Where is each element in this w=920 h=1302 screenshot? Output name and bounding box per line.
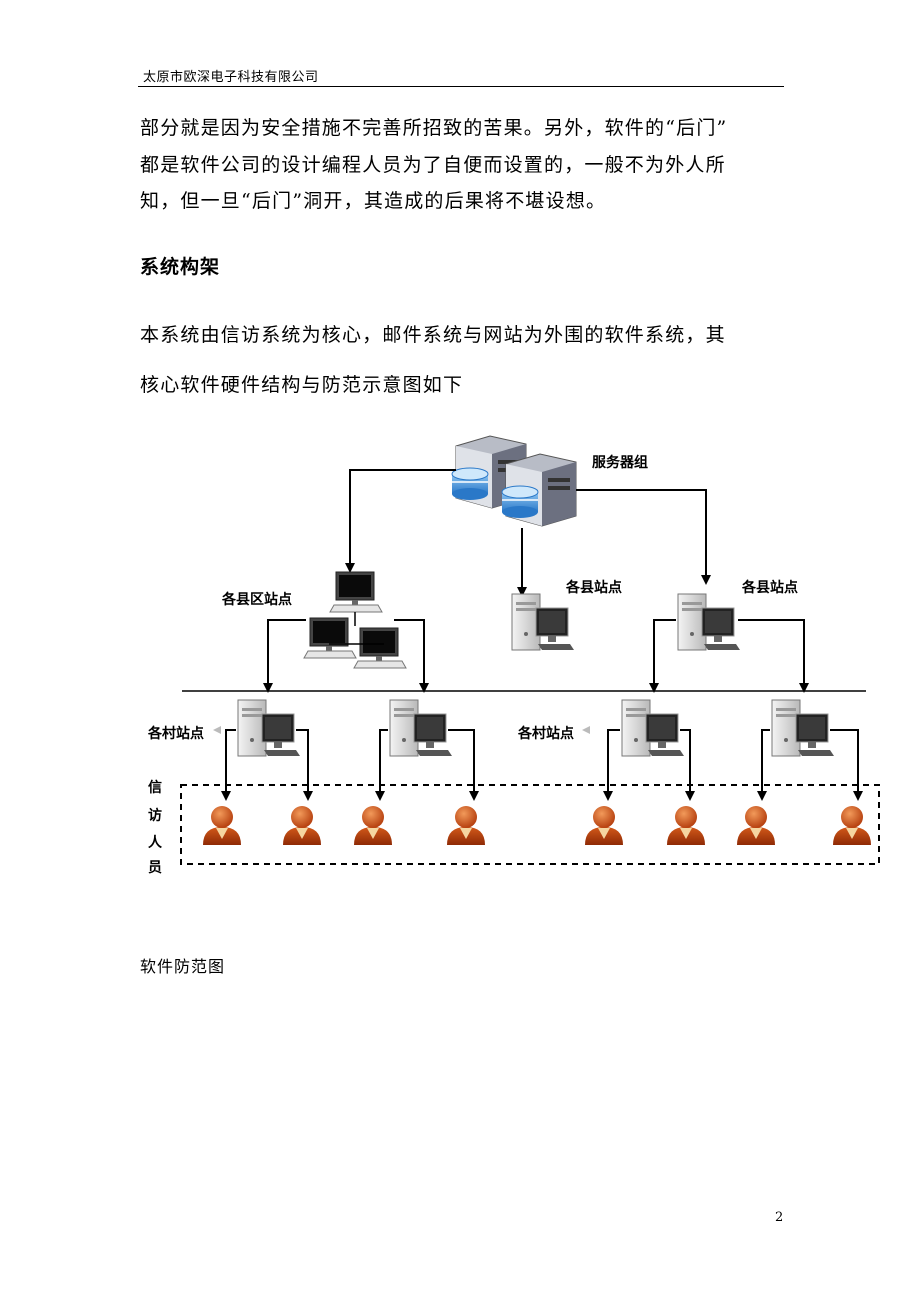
paragraph-line: 本系统由信访系统为核心，邮件系统与网站为外围的软件系统，其 (140, 324, 726, 346)
user-icon (203, 806, 871, 845)
paragraph-line: 都是软件公司的设计编程人员为了自便而设置的，一般不为外人所 (140, 154, 726, 176)
petitioner-label-char: 访 (148, 807, 162, 824)
page-number: 2 (775, 1210, 784, 1225)
desktop-computer-icon (621, 699, 685, 757)
village-station-label: 各村站点 (517, 725, 574, 742)
paragraph-line: 部分就是因为安全措施不完善所招致的苦果。另外，软件的“后门” (140, 117, 728, 139)
village-station-label: 各村站点 (147, 725, 204, 742)
desktop-computer-icon (237, 699, 301, 757)
paragraph-line: 核心软件硬件结构与防范示意图如下 (140, 374, 464, 396)
header-company-name: 太原市欧深电子科技有限公司 (143, 70, 319, 85)
desktop-computer-icon (677, 593, 741, 651)
figure-caption: 软件防范图 (140, 957, 226, 976)
desktop-computer-icon (511, 593, 575, 651)
petitioner-label-char: 员 (148, 860, 162, 876)
district-station-label: 各县区站点 (221, 591, 292, 608)
petitioner-label-char: 人 (148, 834, 163, 851)
header-rule (138, 86, 784, 87)
section-heading: 系统构架 (140, 256, 221, 278)
server-group-label: 服务器组 (592, 454, 648, 471)
desktop-computer-icon (771, 699, 835, 757)
petitioners-group-box (180, 784, 880, 865)
server-icon (451, 435, 577, 527)
county-station-label: 各县站点 (565, 579, 622, 596)
county-station-label: 各县站点 (741, 579, 798, 596)
desktop-computer-icon (389, 699, 453, 757)
petitioner-label-char: 信 (148, 779, 162, 796)
paragraph-line: 知，但一旦“后门”洞开，其造成的后果将不堪设想。 (140, 190, 607, 212)
